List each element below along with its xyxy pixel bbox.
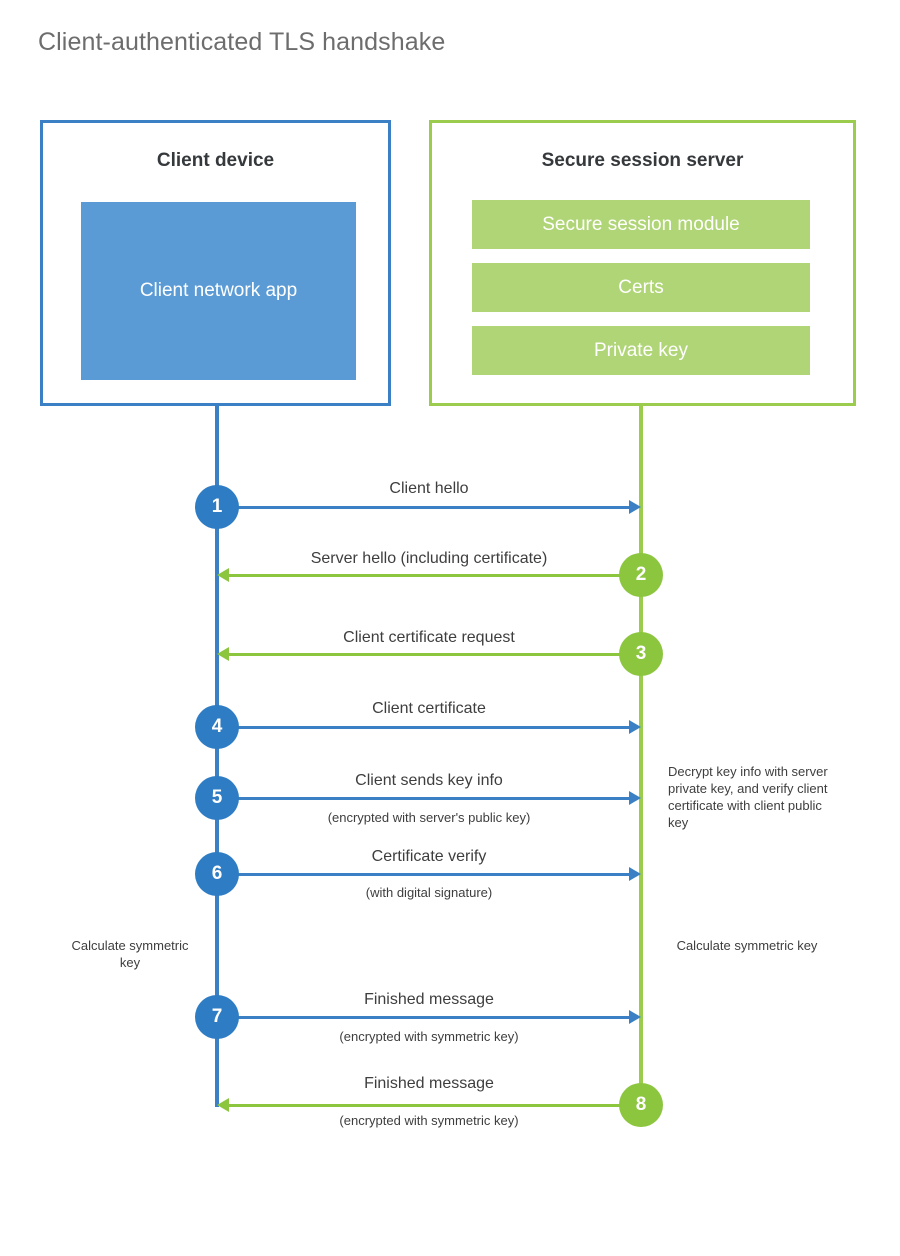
server-calculate-symmetric-key-note: Calculate symmetric key xyxy=(676,938,818,953)
step-6-marker: 6 xyxy=(195,852,239,896)
step-2-arrow-head-icon xyxy=(217,568,229,582)
server-lifeline xyxy=(639,406,643,1105)
step-4-arrow-line xyxy=(217,726,629,729)
step-3-arrow-line xyxy=(229,653,641,656)
step-3-marker: 3 xyxy=(619,632,663,676)
client-device-box: Client device Client network app xyxy=(40,120,391,406)
step-5-label: Client sends key info xyxy=(355,772,503,789)
step-4-marker: 4 xyxy=(195,705,239,749)
step-1-arrow-head-icon xyxy=(629,500,641,514)
step-8-sublabel: (encrypted with symmetric key) xyxy=(339,1113,519,1128)
step-4-label: Client certificate xyxy=(372,700,486,717)
step-5-sublabel: (encrypted with server's public key) xyxy=(327,810,531,825)
step-3-arrow-head-icon xyxy=(217,647,229,661)
server-processing-note: Decrypt key info with server private key… xyxy=(668,764,828,830)
client-device-title: Client device xyxy=(156,150,275,171)
step-8-label: Finished message xyxy=(364,1075,494,1092)
step-7-sublabel: (encrypted with symmetric key) xyxy=(339,1029,519,1044)
step-2-marker: 2 xyxy=(619,553,663,597)
step-8-marker: 8 xyxy=(619,1083,663,1127)
step-6-arrow-line xyxy=(217,873,629,876)
step-8-arrow-head-icon xyxy=(217,1098,229,1112)
step-5-arrow-head-icon xyxy=(629,791,641,805)
step-3-label: Client certificate request xyxy=(343,629,515,646)
server-component-secure-session-module: Secure session module xyxy=(472,200,810,249)
step-7-arrow-line xyxy=(217,1016,629,1019)
step-2-label: Server hello (including certificate) xyxy=(310,550,548,567)
step-7-label: Finished message xyxy=(364,991,494,1008)
secure-session-server-box: Secure session server Secure session mod… xyxy=(429,120,856,406)
step-6-label: Certificate verify xyxy=(371,848,487,865)
step-8-arrow-line xyxy=(229,1104,641,1107)
step-5-arrow-line xyxy=(217,797,629,800)
step-6-sublabel: (with digital signature) xyxy=(365,885,493,900)
step-1-arrow-line xyxy=(217,506,629,509)
step-5-marker: 5 xyxy=(195,776,239,820)
client-network-app-block: Client network app xyxy=(81,202,356,380)
client-lifeline xyxy=(215,406,219,1107)
step-1-label: Client hello xyxy=(389,480,469,497)
secure-session-server-title: Secure session server xyxy=(541,150,744,171)
step-7-arrow-head-icon xyxy=(629,1010,641,1024)
client-calculate-symmetric-key-note: Calculate symmetric key xyxy=(71,938,189,970)
step-6-arrow-head-icon xyxy=(629,867,641,881)
server-component-private-key: Private key xyxy=(472,326,810,375)
step-2-arrow-line xyxy=(229,574,641,577)
server-component-certs: Certs xyxy=(472,263,810,312)
step-4-arrow-head-icon xyxy=(629,720,641,734)
page-title: Client-authenticated TLS handshake xyxy=(38,28,446,56)
step-7-marker: 7 xyxy=(195,995,239,1039)
step-1-marker: 1 xyxy=(195,485,239,529)
